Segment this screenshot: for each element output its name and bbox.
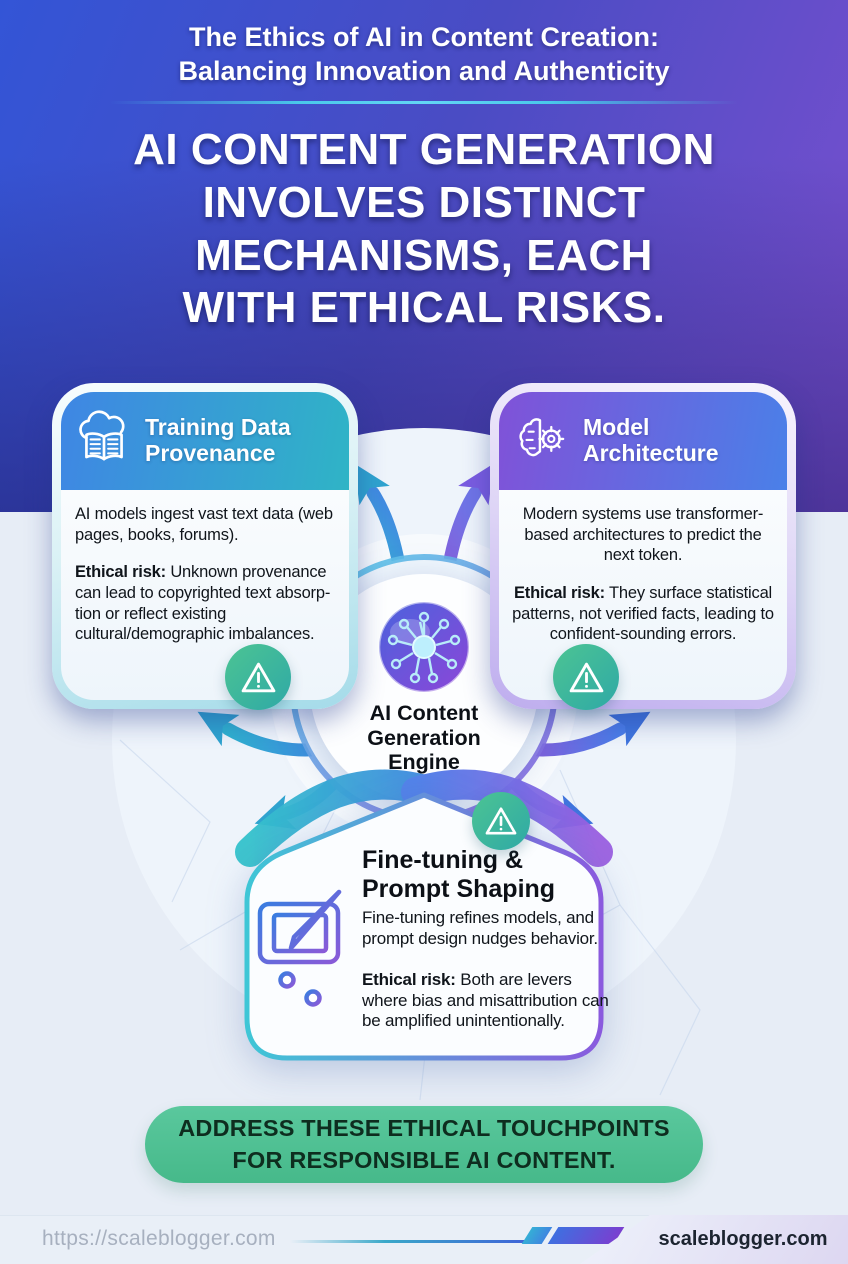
tablet-pen-sliders-icon: [255, 889, 345, 1007]
footer-url: https://scaleblogger.com: [42, 1227, 276, 1250]
card-model-title: Model Architecture: [583, 414, 719, 466]
card-model-header: Model Architecture: [499, 392, 787, 490]
warning-badge-finetuning: [472, 792, 530, 850]
headline-line-1: AI CONTENT GENERATION: [133, 125, 715, 174]
call-to-action-banner: ADDRESS THESE ETHICAL TOUCHPOINTS FOR RE…: [145, 1106, 703, 1183]
card-finetuning-risk: Ethical risk: Both are levers where bias…: [362, 970, 609, 1031]
engine-label-line-2: Generation: [367, 725, 481, 750]
book-cloud-icon: [79, 410, 125, 461]
card-finetuning-title: Fine-tuning & Prompt Shaping: [362, 846, 556, 903]
warning-badge-training: [225, 644, 291, 710]
footer-brand-panel: scaleblogger.com: [580, 1215, 848, 1264]
banner-line-1: ADDRESS THESE ETHICAL TOUCHPOINTS: [178, 1115, 670, 1142]
card-training-risk: Ethical risk: Unknown provenance can lea…: [75, 563, 331, 644]
kicker-line-1: The Ethics of AI in Content Creation:: [189, 22, 659, 52]
kicker-line-2: Balancing Innovation and Authenticity: [178, 56, 670, 87]
card-training-title: Training Data Provenance: [145, 414, 291, 466]
finetuning-card-shape: [244, 792, 604, 1061]
engine-label: AI Content Generation Engine: [314, 701, 534, 775]
footer-divider-line: [290, 1240, 528, 1243]
engine-label-line-3: Engine: [388, 750, 460, 774]
card-training-description: AI models ingest vast text data (web pag…: [75, 505, 333, 544]
kicker-title: The Ethics of AI in Content Creation: Ba…: [0, 20, 848, 88]
neural-network-icon: [387, 611, 461, 684]
warning-triangle-icon: [569, 662, 603, 692]
headline-line-3: MECHANISMS, EACH: [195, 230, 653, 280]
card-model-description: Modern systems use transformer-based arc…: [522, 505, 764, 565]
card-model-risk: Ethical risk: They surface statistical p…: [512, 583, 774, 644]
banner-line-2: FOR RESPONSIBLE AI CONTENT.: [232, 1146, 616, 1173]
card-training-header: Training Data Provenance: [61, 392, 349, 490]
title-divider-line: [110, 101, 738, 104]
main-headline: AI CONTENT GENERATION INVOLVES DISTINCT …: [0, 124, 848, 335]
warning-triangle-icon: [485, 807, 517, 835]
card-model-body: Modern systems use transformer-based arc…: [499, 490, 787, 645]
headline-line-2: INVOLVES DISTINCT: [202, 177, 646, 227]
warning-badge-model: [553, 644, 619, 710]
warning-triangle-icon: [241, 662, 275, 692]
card-finetuning-description: Fine-tuning refines models, and prompt d…: [362, 908, 598, 948]
engine-label-line-1: AI Content: [369, 701, 479, 725]
card-training-body: AI models ingest vast text data (web pag…: [61, 490, 349, 645]
headline-line-4: WITH ETHICAL RISKS.: [182, 283, 666, 333]
brain-gear-icon: [519, 418, 565, 457]
card-model-architecture: Model Architecture Modern systems use tr…: [490, 383, 796, 709]
card-training-data-provenance: Training Data Provenance AI models inges…: [52, 383, 358, 709]
footer-brand: scaleblogger.com: [658, 1228, 828, 1250]
